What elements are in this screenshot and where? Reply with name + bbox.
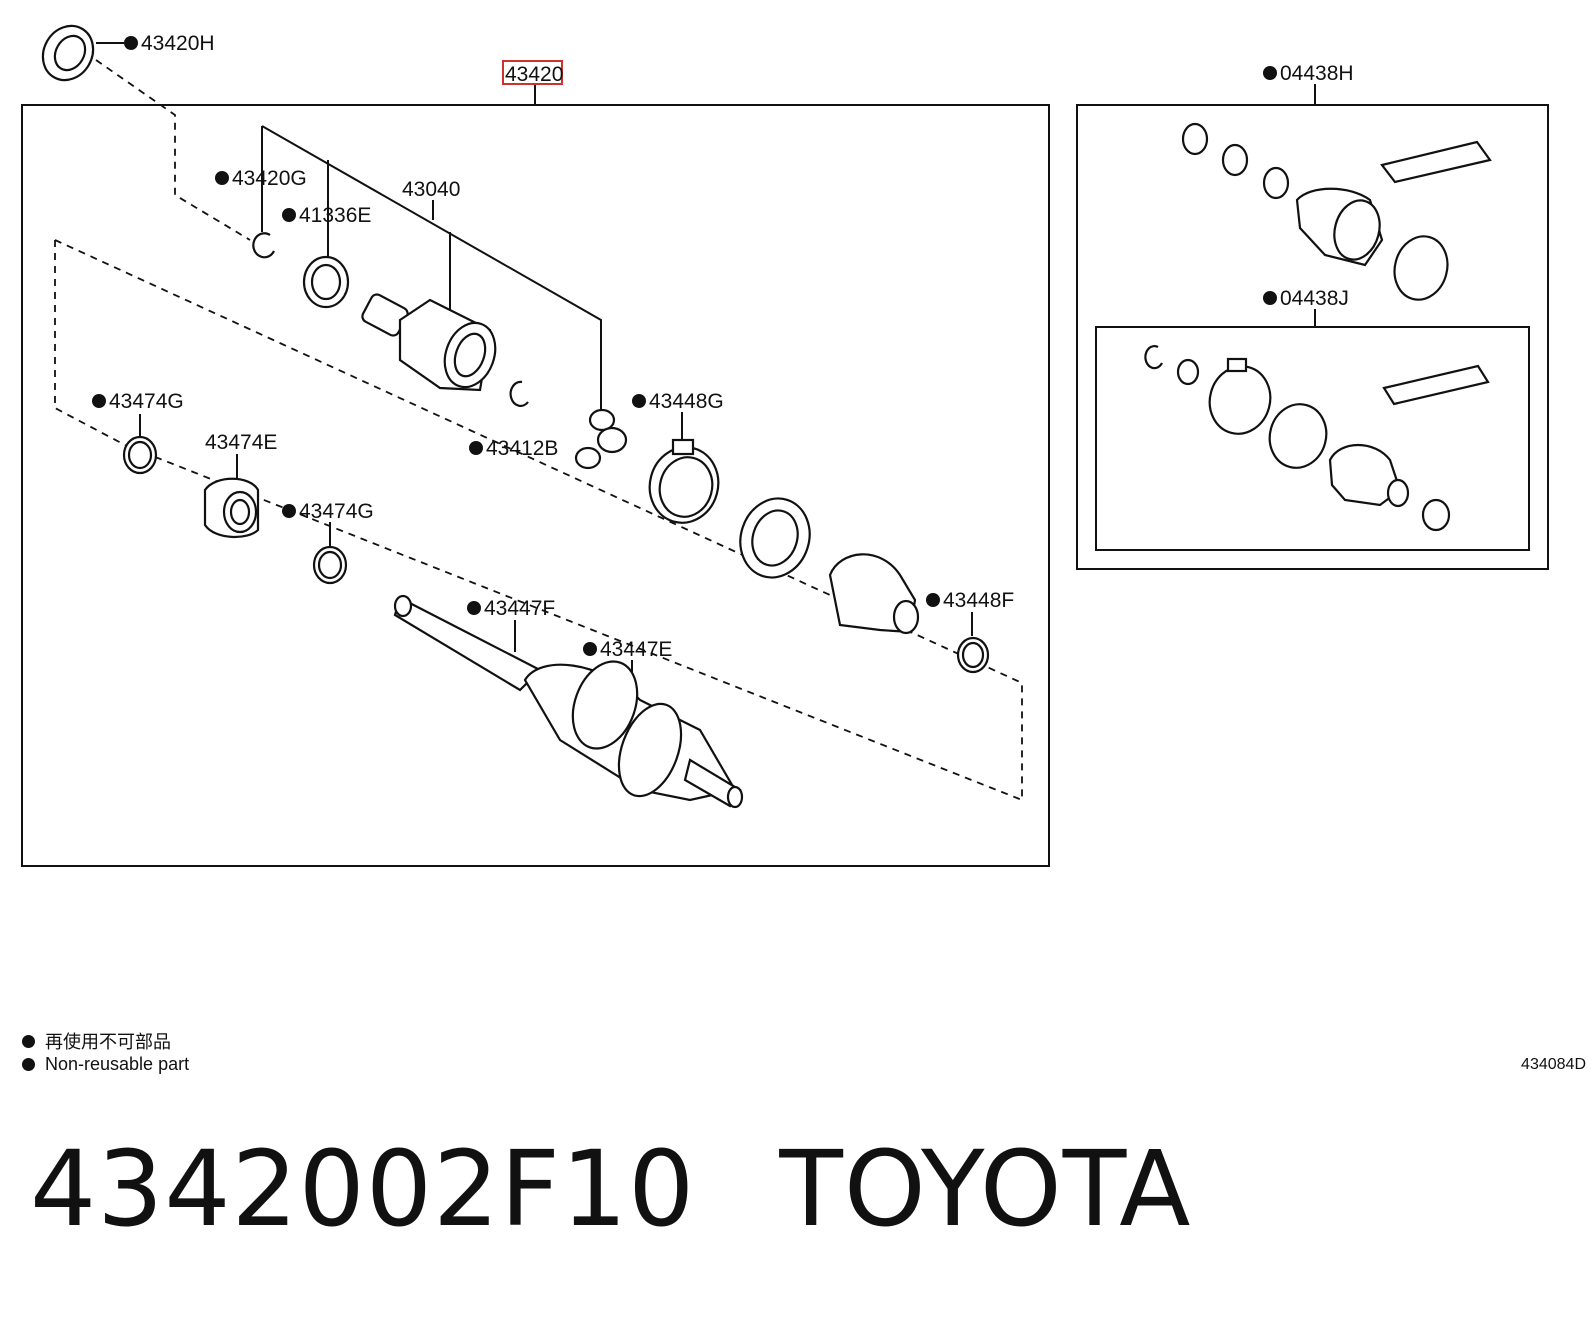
boot-clamp-small-drawing (956, 636, 990, 674)
legend-cn-text: 再使用不可部品 (45, 1032, 171, 1052)
parts-diagram: 43420 43420H 04438H 04438J 43420G 41336E… (21, 24, 1549, 867)
part-label-43474G-a[interactable]: 43474G (109, 390, 184, 413)
legend-en: Non-reusable part (22, 1054, 189, 1075)
boot-seal-drawing (739, 497, 811, 579)
joint-housing-drawing (361, 293, 497, 392)
legend-cn: 再使用不可部品 (22, 1028, 171, 1054)
assembly-label-highlight (502, 60, 563, 85)
clip-drawing (509, 380, 529, 407)
kit-label-04438H[interactable]: 04438H (1280, 62, 1354, 85)
main-assembly-frame (21, 104, 1050, 867)
drive-shaft-drawing (393, 594, 744, 809)
damper-drawing (203, 477, 260, 539)
kit-h-frame (1076, 104, 1549, 570)
part-label-43448G[interactable]: 43448G (649, 390, 724, 413)
clamp-b-drawing (312, 545, 348, 585)
figure-id: 434084D (1521, 1056, 1586, 1073)
kit-label-04438J[interactable]: 04438J (1280, 287, 1349, 310)
part-label-43420H[interactable]: 43420H (141, 32, 215, 55)
inboard-boot-drawing (828, 553, 920, 635)
part-label-43447F[interactable]: 43447F (484, 597, 555, 620)
kit-h-drawing (1181, 122, 1492, 301)
snap-ring-drawing (252, 232, 275, 259)
part-number: 4342002F10 (30, 1128, 696, 1250)
boot-clamp-large-drawing (648, 438, 720, 524)
part-label-43474G-b[interactable]: 43474G (299, 500, 374, 523)
part-label-43447E[interactable]: 43447E (600, 638, 672, 661)
brand-name: TOYOTA (779, 1128, 1192, 1250)
legend-en-text: Non-reusable part (45, 1054, 190, 1074)
part-label-43420G[interactable]: 43420G (232, 167, 307, 190)
bullet-icon (22, 1058, 35, 1071)
part-label-43412B[interactable]: 43412B (486, 437, 558, 460)
footer-title: 4342002F10 TOYOTA (30, 1128, 1275, 1250)
part-label-43474E[interactable]: 43474E (205, 431, 277, 454)
bullet-icon (22, 1034, 35, 1048)
assembly-label[interactable]: 43420 (505, 63, 563, 86)
part-label-43040[interactable]: 43040 (402, 178, 460, 201)
tripod-drawing (574, 408, 628, 470)
kit-j-drawing (1144, 345, 1490, 532)
oil-seal-drawing (41, 24, 95, 82)
kit-j-frame (1095, 326, 1530, 551)
part-label-41336E[interactable]: 41336E (299, 204, 371, 227)
clamp-a-drawing (122, 435, 158, 475)
seal-ring-drawing (302, 255, 350, 309)
part-label-43448F[interactable]: 43448F (943, 589, 1014, 612)
